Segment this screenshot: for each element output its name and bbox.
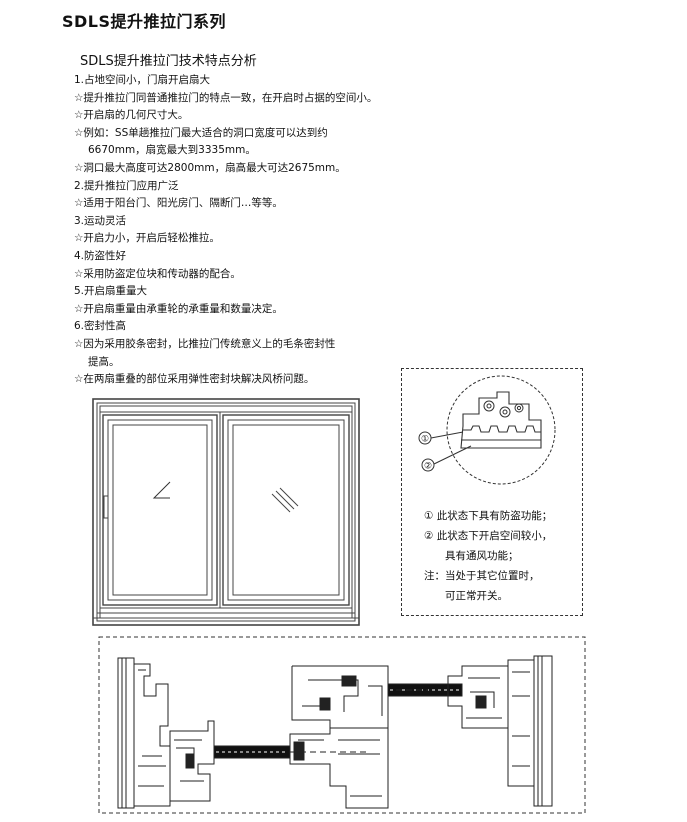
feature-line: 5.开启扇重量大: [74, 285, 148, 298]
feature-line: 6670mm，扇宽最大到3335mm。: [88, 144, 256, 157]
security-detail-callout: [401, 368, 583, 616]
door-elevation-drawing: [92, 398, 360, 626]
section-subtitle: SDLS提升推拉门技术特点分析: [80, 54, 257, 69]
feature-line: ☆因为采用胶条密封，比推拉门传统意义上的毛条密封性: [74, 337, 336, 350]
callout-marker-2: ②: [424, 462, 432, 472]
feature-line: ☆在两扇重叠的部位采用弹性密封块解决风桥问题。: [74, 373, 315, 386]
cross-section-drawing: [98, 636, 586, 814]
feature-line: 2.提升推拉门应用广泛: [74, 179, 179, 192]
feature-line: 3.运动灵活: [74, 214, 127, 227]
callout-note: 具有通风功能；: [445, 550, 519, 562]
callout-note: 注：当处于其它位置时，: [424, 570, 540, 582]
feature-line: ☆洞口最大高度可达2800mm，扇高最大可达2675mm。: [74, 161, 346, 174]
callout-note: 可正常开关。: [445, 590, 508, 602]
callout-note: ① 此状态下具有防盗功能；: [424, 510, 553, 522]
callout-notes: ① 此状态下具有防盗功能； ② 此状态下开启空间较小， 具有通风功能； 注：当处于其它…: [424, 506, 552, 606]
feature-line: 1.占地空间小，门扇开启扇大: [74, 74, 211, 86]
feature-line: ☆开启力小，开启后轻松推拉。: [74, 232, 220, 245]
feature-line: 6.密封性高: [74, 320, 127, 333]
feature-line: ☆开启扇重量由承重轮的承重量和数量决定。: [74, 302, 283, 315]
feature-list: 1.占地空间小，门扇开启扇大 ☆提升推拉门同普通推拉门的特点一致，在开启时占据的空…: [74, 72, 514, 389]
feature-line: ☆提升推拉门同普通推拉门的特点一致，在开启时占据的空间小。: [74, 91, 378, 104]
feature-line: 提高。: [88, 355, 120, 368]
feature-line: ☆采用防盗定位块和传动器的配合。: [74, 267, 241, 280]
feature-line: ☆适用于阳台门、阳光房门、隔断门…等等。: [74, 197, 283, 210]
callout-note: ② 此状态下开启空间较小，: [424, 530, 553, 542]
feature-line: ☆开启扇的几何尺寸大。: [74, 109, 189, 122]
feature-line: ☆例如：SS单趟推拉门最大适合的洞口宽度可以达到约: [74, 126, 328, 139]
feature-line: 4.防盗性好: [74, 249, 127, 262]
callout-marker-1: ①: [421, 435, 429, 445]
lock-detail-drawing: ① ②: [418, 375, 556, 485]
page-title: SDLS提升推拉门系列: [62, 12, 227, 31]
